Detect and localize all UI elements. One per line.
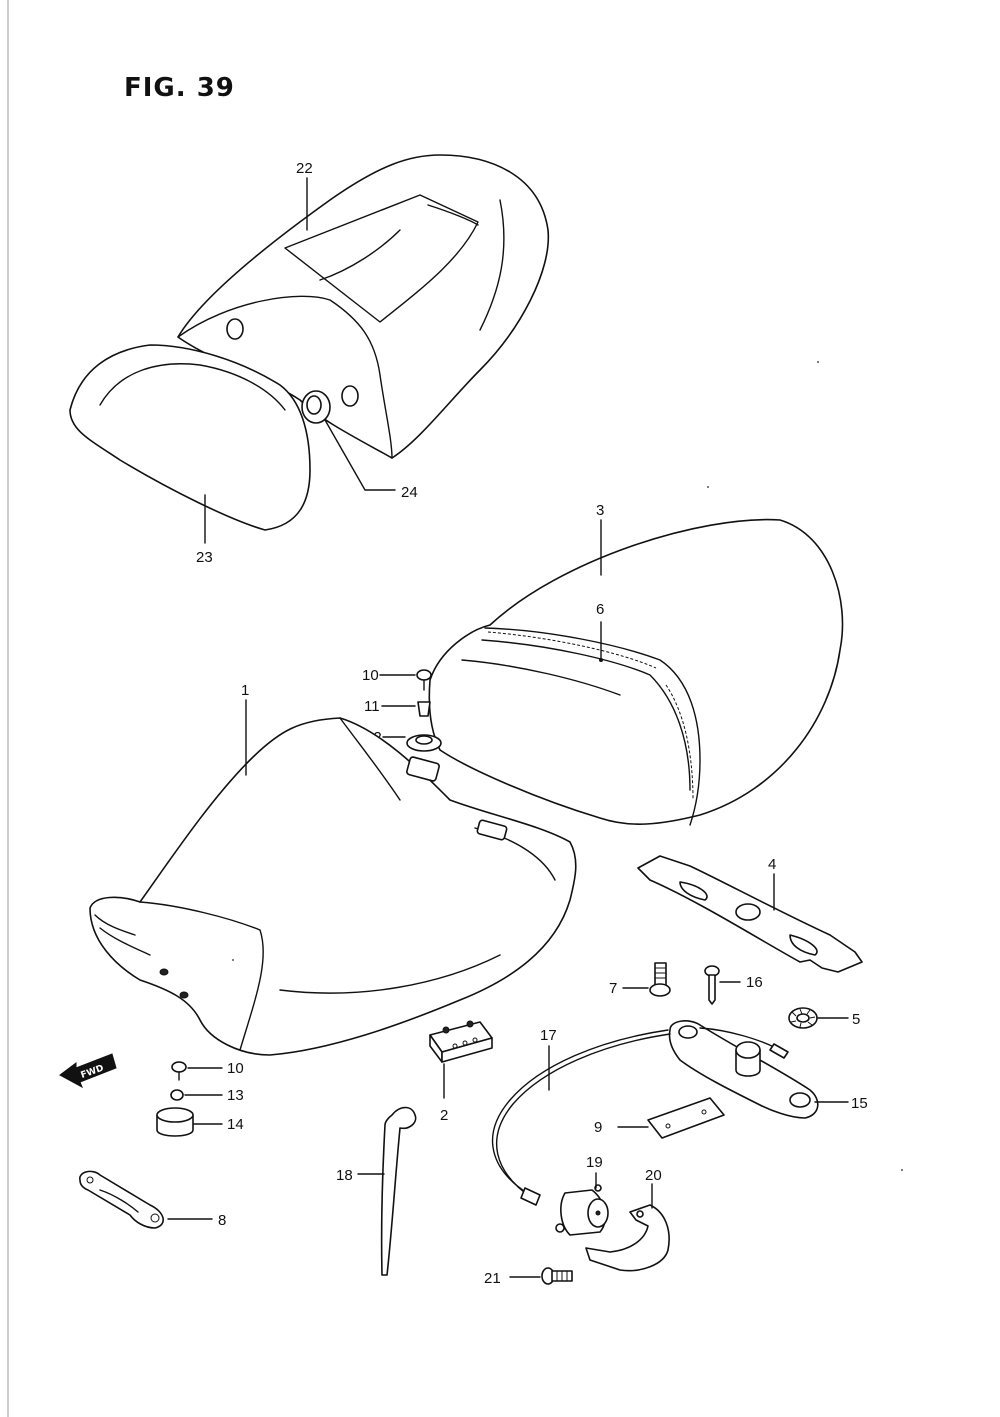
collar-11	[417, 701, 431, 717]
screw-10-bottom	[171, 1061, 187, 1081]
callout-11: 11	[364, 698, 380, 715]
spacer-14	[156, 1107, 194, 1137]
figure-title: FIG. 39	[124, 73, 235, 103]
callout-19: 19	[586, 1154, 603, 1171]
wire-clamp-2	[429, 1020, 493, 1063]
callout-15: 15	[851, 1095, 868, 1112]
bolt-21	[541, 1267, 573, 1285]
callout-5: 5	[852, 1011, 860, 1028]
nut-13	[170, 1089, 184, 1101]
seat-bracket-4	[637, 855, 863, 973]
screw-10-top	[416, 669, 432, 691]
callout-24: 24	[401, 484, 418, 501]
callout-17: 17	[540, 1027, 557, 1044]
seat-tail-pad	[69, 344, 311, 531]
callout-13: 13	[227, 1087, 244, 1104]
bolt-7	[649, 962, 671, 997]
lock-bracket-20	[585, 1204, 670, 1272]
callout-21: 21	[484, 1270, 501, 1287]
callout-1: 1	[241, 682, 249, 699]
seat-lock-cable-17	[491, 1029, 671, 1206]
callout-2: 2	[440, 1107, 448, 1124]
plate-9	[647, 1097, 725, 1139]
seat-lock-15	[668, 1020, 819, 1119]
cushion-12	[406, 734, 442, 752]
callout-10-bottom: 10	[227, 1060, 244, 1077]
callout-6: 6	[596, 601, 604, 618]
cable-tie-18	[380, 1106, 417, 1276]
lock-washer-5	[788, 1007, 818, 1029]
seat-strap-8	[79, 1170, 164, 1229]
screw-16	[704, 965, 720, 1005]
fwd-arrow-icon: FWD	[59, 1053, 117, 1089]
callout-8: 8	[218, 1212, 226, 1229]
rear-seat	[428, 518, 844, 826]
callout-7: 7	[609, 980, 617, 997]
callout-10-top: 10	[362, 667, 379, 684]
callout-18: 18	[336, 1167, 353, 1184]
callout-16: 16	[746, 974, 763, 991]
callout-14: 14	[227, 1116, 244, 1133]
callout-3: 3	[596, 502, 604, 519]
callout-23: 23	[196, 549, 213, 566]
callout-4: 4	[768, 856, 776, 873]
callout-22: 22	[296, 160, 313, 177]
tail-cowl-grommet	[301, 390, 331, 424]
lock-cylinder-19	[555, 1184, 609, 1236]
callout-20: 20	[645, 1167, 662, 1184]
front-seat	[89, 717, 577, 1056]
callout-9: 9	[594, 1119, 602, 1136]
